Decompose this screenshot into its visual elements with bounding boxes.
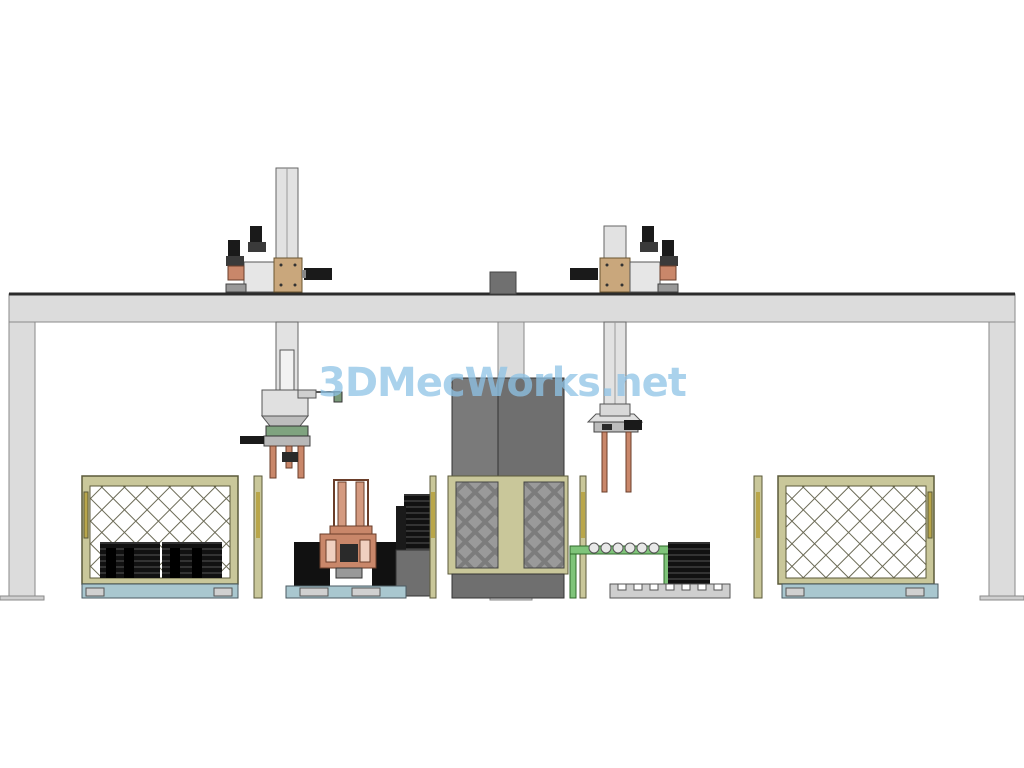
conveyor-rollers — [588, 542, 660, 554]
right-side-motor — [570, 268, 598, 280]
left-fence-base — [81, 583, 239, 599]
press-dark-tower — [404, 494, 430, 550]
right-safety-fence — [753, 475, 939, 599]
left-motor-b — [250, 226, 262, 242]
left-gripper-finger-3 — [297, 445, 305, 479]
right-gripper-pin-1 — [601, 431, 608, 493]
gantry-top-beam — [8, 293, 1016, 323]
right-fence-mesh — [785, 485, 927, 579]
left-side-motor — [304, 268, 332, 280]
left-carriage-bronze — [273, 257, 303, 293]
right-carriage-grey — [629, 261, 661, 293]
center-cabinet — [447, 377, 569, 599]
center-column-cap — [489, 271, 517, 295]
right-carriage-bronze — [599, 257, 631, 293]
gantry-left-leg — [8, 321, 36, 599]
right-robot-axis — [570, 225, 679, 493]
left-carriage-grey — [243, 261, 275, 293]
left-safety-fence — [81, 475, 263, 599]
gantry-foot-right — [979, 595, 1024, 601]
left-black-units — [100, 542, 222, 578]
left-gripper-finger-1 — [269, 445, 277, 479]
gantry-right-leg — [988, 321, 1016, 599]
left-robot-axis — [225, 167, 343, 479]
gantry-foot-left — [0, 595, 45, 601]
right-gripper-body — [599, 403, 631, 417]
right-motor-b — [662, 240, 674, 256]
right-fence-base — [781, 583, 939, 599]
left-gripper-plate — [263, 435, 311, 447]
right-motor-a — [642, 226, 654, 242]
conveyor-black-box — [668, 542, 710, 586]
roller-conveyor — [569, 475, 731, 599]
right-axis-upper — [603, 225, 627, 263]
left-motor-a — [228, 240, 240, 256]
press-station — [285, 475, 437, 599]
right-gripper-pin-2 — [625, 431, 632, 493]
